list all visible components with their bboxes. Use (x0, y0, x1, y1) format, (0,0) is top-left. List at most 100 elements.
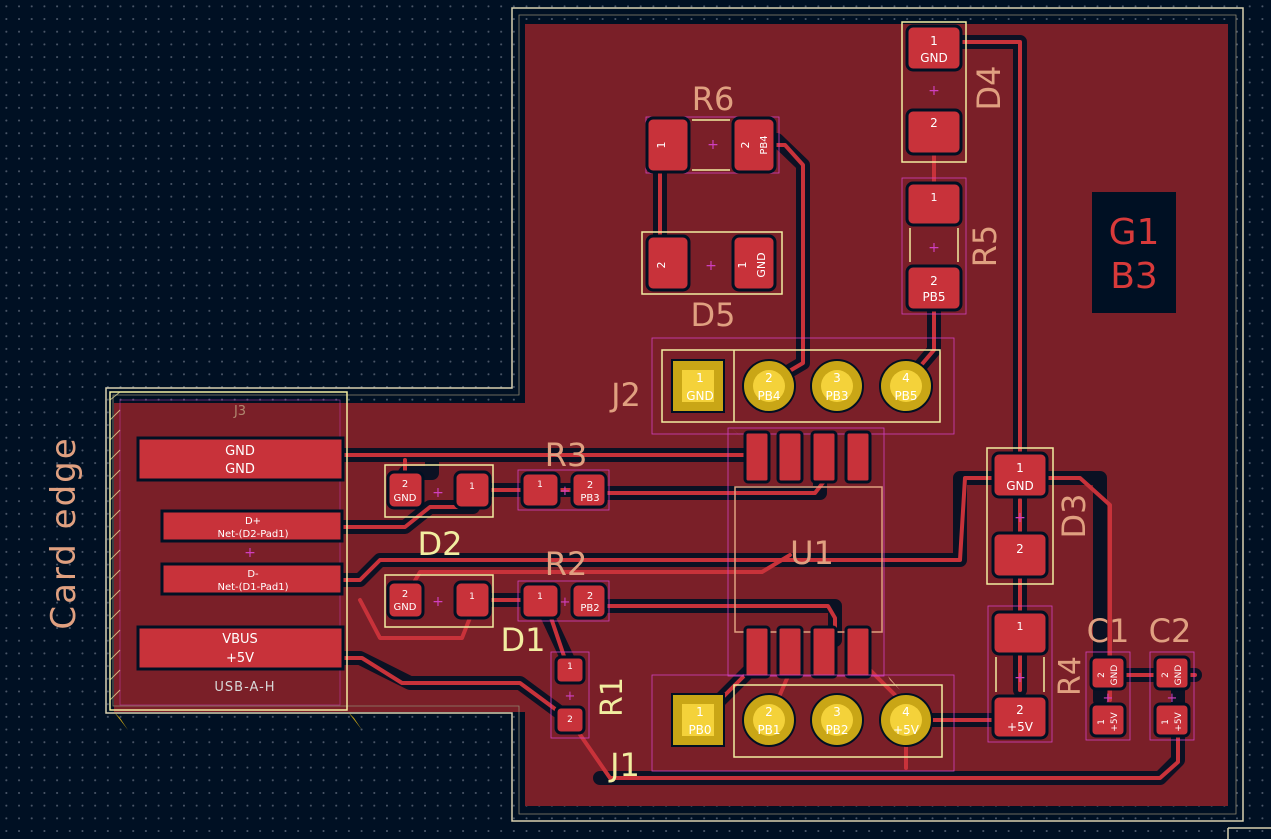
j3-usb-connector[interactable]: GND GND D+ Net-(D2-Pad1) D- Net-(D1-Pad1… (109, 391, 362, 730)
d3-pad-2[interactable] (991, 531, 1049, 579)
r2-resistor[interactable]: 1 2 PB2 + R2 (517, 545, 610, 622)
u1-pad-7[interactable] (776, 625, 804, 679)
anchor-marker-left (114, 712, 128, 730)
j2-pin-4-net: PB5 (894, 389, 917, 403)
r6-pad-2[interactable] (731, 116, 777, 174)
track-d4-d3[interactable] (932, 40, 1022, 472)
j1-pin-3-num: 3 (833, 705, 841, 719)
j3-pad-dplus[interactable] (160, 509, 344, 543)
u1-pad-5[interactable] (844, 625, 872, 679)
r3-pad-2-num: 2 (587, 480, 593, 491)
c1-capacitor[interactable]: 2 GND 1 +5V + C1 (1085, 612, 1131, 741)
r5-pad-2[interactable] (905, 264, 963, 312)
j1-pin-3-net: PB2 (825, 723, 848, 737)
d5-pad-1[interactable] (731, 234, 777, 292)
u1-pad-3[interactable] (810, 430, 838, 484)
r6-resistor[interactable]: 1 2 PB4 + R6 (645, 80, 780, 174)
svg-text:+: + (565, 689, 576, 704)
d5-diode[interactable]: 2 1 GND + D5 (641, 231, 783, 334)
r4-pad-2[interactable] (991, 694, 1049, 740)
d3-diode[interactable]: 1 GND 2 + D3 (986, 447, 1093, 585)
j3-pad-dplus-net: Net-(D2-Pad1) (217, 529, 288, 540)
j2-header[interactable]: 1 GND 2 PB4 3 PB3 4 PB5 J2 (609, 337, 955, 435)
c2-pad-1-num: 1 (1161, 719, 1171, 725)
r5-resistor[interactable]: 1 2 PB5 + R5 (901, 177, 1004, 315)
j1-header[interactable]: 1 PB0 2 PB1 3 PB2 4 +5V J1 (608, 674, 955, 784)
track-pb4[interactable] (758, 143, 805, 385)
u1-pad-6[interactable] (810, 625, 838, 679)
d3-pad-2-num: 2 (1016, 542, 1024, 556)
j3-hatch (109, 391, 121, 701)
d4-pad-1-num: 1 (930, 34, 938, 48)
d4-diode[interactable]: 1 GND 2 + D4 (901, 21, 1008, 163)
card-edge-label: Card edge (44, 436, 84, 629)
r1-resistor[interactable]: 1 2 + R1 (550, 651, 630, 739)
r3-pad-2[interactable] (570, 471, 608, 509)
r3-resistor[interactable]: 1 2 PB3 + R3 (517, 436, 610, 511)
u1-pad-8[interactable] (743, 625, 771, 679)
c2-capacitor[interactable]: 2 GND 1 +5V + C2 (1149, 612, 1195, 741)
track-dminus[interactable] (341, 476, 1112, 702)
r1-pad-2[interactable] (554, 705, 586, 735)
track-d1-usb[interactable] (358, 598, 475, 640)
r2-pad-1[interactable] (520, 582, 561, 620)
r1-pad-2-num: 2 (567, 715, 573, 725)
c1-pad-2[interactable] (1089, 655, 1127, 691)
track-5v-bottom[interactable] (568, 718, 1180, 780)
r2-pad-2-num: 2 (587, 591, 593, 602)
d2-diode[interactable]: 2 GND 1 + D2 (384, 464, 494, 563)
j1-pin-2-num: 2 (765, 705, 773, 719)
svg-text:+: + (1167, 691, 1178, 706)
u1-pad-4[interactable] (844, 430, 872, 484)
r5-refdes: R5 (966, 225, 1004, 268)
d3-pad-1-num: 1 (1016, 461, 1024, 475)
j2-pin-3-net: PB3 (825, 389, 848, 403)
j3-pad-vbus[interactable] (136, 625, 345, 671)
d1-pad-1[interactable] (453, 580, 492, 620)
j2-pin-2-num: 2 (765, 371, 773, 385)
j1-pin-4-num: 4 (902, 705, 910, 719)
d3-pad-1[interactable] (991, 451, 1049, 499)
r1-refdes: R1 (595, 677, 630, 717)
j3-pad-gnd[interactable] (136, 436, 345, 482)
d4-pad-1[interactable] (905, 24, 963, 72)
c2-pad-2-num: 2 (1161, 672, 1171, 678)
d2-pad-1[interactable] (453, 470, 492, 510)
r5-pad-1[interactable] (905, 181, 963, 227)
r6-pad-1[interactable] (645, 116, 691, 174)
r2-pad-2[interactable] (570, 582, 608, 620)
j3-pad-dminus-net: Net-(D1-Pad1) (217, 582, 288, 593)
j2-refdes: J2 (609, 376, 641, 414)
c1-pad-1[interactable] (1089, 702, 1127, 738)
d5-pad-2[interactable] (645, 234, 691, 292)
g1b3-label: G1 B3 (1092, 192, 1176, 313)
svg-text:+: + (928, 240, 940, 256)
anchor-marker-right (348, 712, 362, 730)
d2-pad-2-net: GND (394, 493, 417, 504)
d1-diode[interactable]: 2 GND 1 + D1 (384, 574, 546, 659)
d1-pad-2[interactable] (386, 580, 425, 620)
c2-pad-2[interactable] (1153, 655, 1191, 691)
c1-pad-1-num: 1 (1097, 719, 1107, 725)
r1-pad-1-num: 1 (567, 662, 573, 672)
j3-pad-dminus[interactable] (160, 562, 344, 596)
svg-text:+: + (560, 484, 571, 499)
d5-pad-1-num: 1 (736, 262, 749, 269)
u1-pad-2[interactable] (776, 430, 804, 484)
svg-text:+: + (928, 83, 940, 99)
c2-pad-1[interactable] (1153, 702, 1191, 738)
u1-ic[interactable]: U1 (727, 425, 900, 690)
r1-pad-1[interactable] (554, 655, 586, 685)
r4-pad-1[interactable] (991, 610, 1049, 656)
d4-pad-2[interactable] (905, 108, 963, 156)
d2-pad-2[interactable] (386, 470, 425, 510)
j1-pin-1-net: PB0 (688, 723, 711, 737)
r4-resistor[interactable]: 1 2 +5V + R4 (987, 605, 1088, 743)
u1-pin1-marker (728, 425, 745, 440)
track-vbus[interactable] (341, 656, 572, 722)
u1-pad-1[interactable] (743, 430, 771, 484)
c1-pad-1-net: +5V (1110, 711, 1120, 731)
r3-pad-1[interactable] (520, 471, 561, 509)
svg-text:+: + (432, 594, 444, 610)
